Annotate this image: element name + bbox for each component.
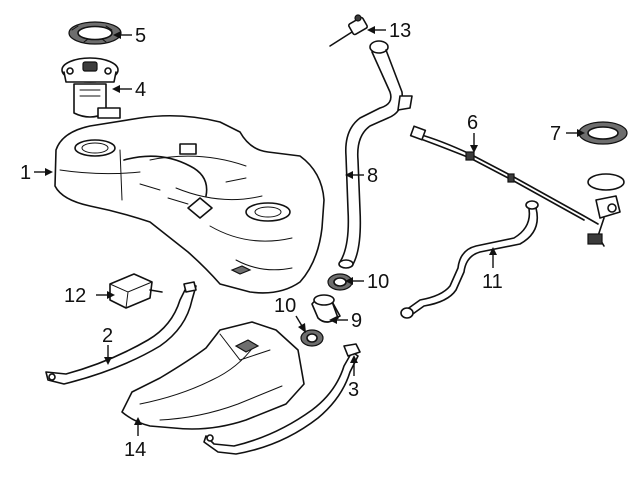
tank-strap-right — [203, 343, 361, 455]
callout-9: 9 — [351, 310, 362, 332]
callout-arrows — [34, 26, 585, 436]
callout-14: 14 — [124, 439, 146, 461]
callout-12: 11 — [482, 271, 503, 293]
callout-3: 3 — [348, 379, 359, 401]
control-module — [109, 273, 163, 309]
vent-tube — [400, 200, 539, 319]
callout-7: 7 — [550, 123, 561, 145]
connector-hose — [311, 294, 341, 323]
vapor-line — [409, 125, 599, 225]
callout-13: 12 — [64, 285, 86, 307]
fuel-cap — [329, 14, 368, 47]
fuel-pump-module — [61, 57, 121, 119]
callout-10-upper: 10 — [367, 271, 389, 293]
filler-pipe — [338, 40, 413, 269]
callout-8: 8 — [367, 165, 378, 187]
callout-1: 1 — [20, 162, 31, 184]
tank-strap-left — [45, 281, 197, 385]
fuel-tank — [54, 114, 325, 294]
seal-ring-lower — [300, 329, 324, 347]
callout-11: 13 — [389, 20, 411, 42]
lock-ring-top — [68, 21, 122, 45]
callout-5: 5 — [135, 25, 146, 47]
callout-6: 6 — [467, 112, 478, 134]
callout-4: 4 — [135, 79, 146, 101]
callout-labels: 5 4 1 13 8 6 7 10 9 10 11 12 2 3 14 — [20, 20, 561, 461]
fuel-sender-unit — [587, 173, 625, 247]
callout-2: 2 — [102, 325, 113, 347]
lock-ring-right — [578, 121, 628, 145]
callout-10-lower: 10 — [274, 295, 296, 317]
heat-shield — [121, 321, 305, 430]
